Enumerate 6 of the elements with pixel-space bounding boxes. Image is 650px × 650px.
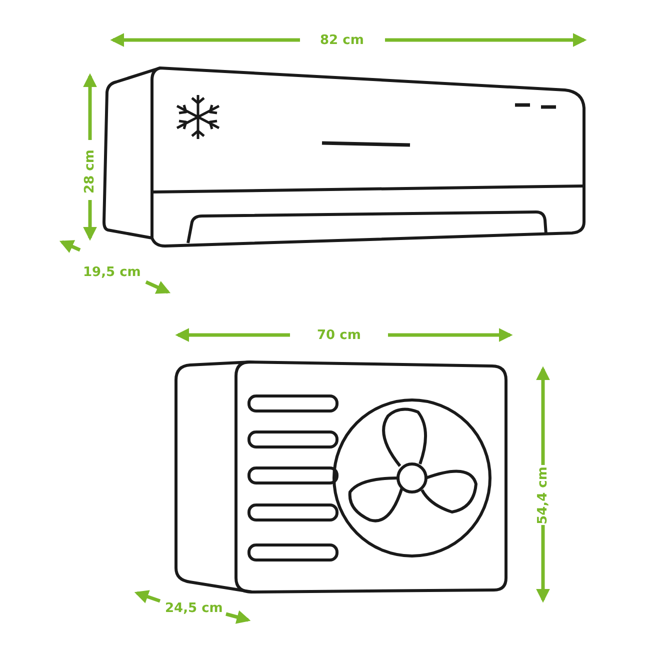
dimension-label: 24,5 cm bbox=[165, 602, 223, 614]
dimension-label: 70 cm bbox=[317, 328, 361, 342]
dimension-label: 82 cm bbox=[320, 34, 364, 46]
dimension-label: 28 cm bbox=[83, 149, 96, 193]
dimension-label: 54,4 cm bbox=[536, 466, 550, 524]
dimension-label: 19,5 cm bbox=[83, 266, 141, 278]
